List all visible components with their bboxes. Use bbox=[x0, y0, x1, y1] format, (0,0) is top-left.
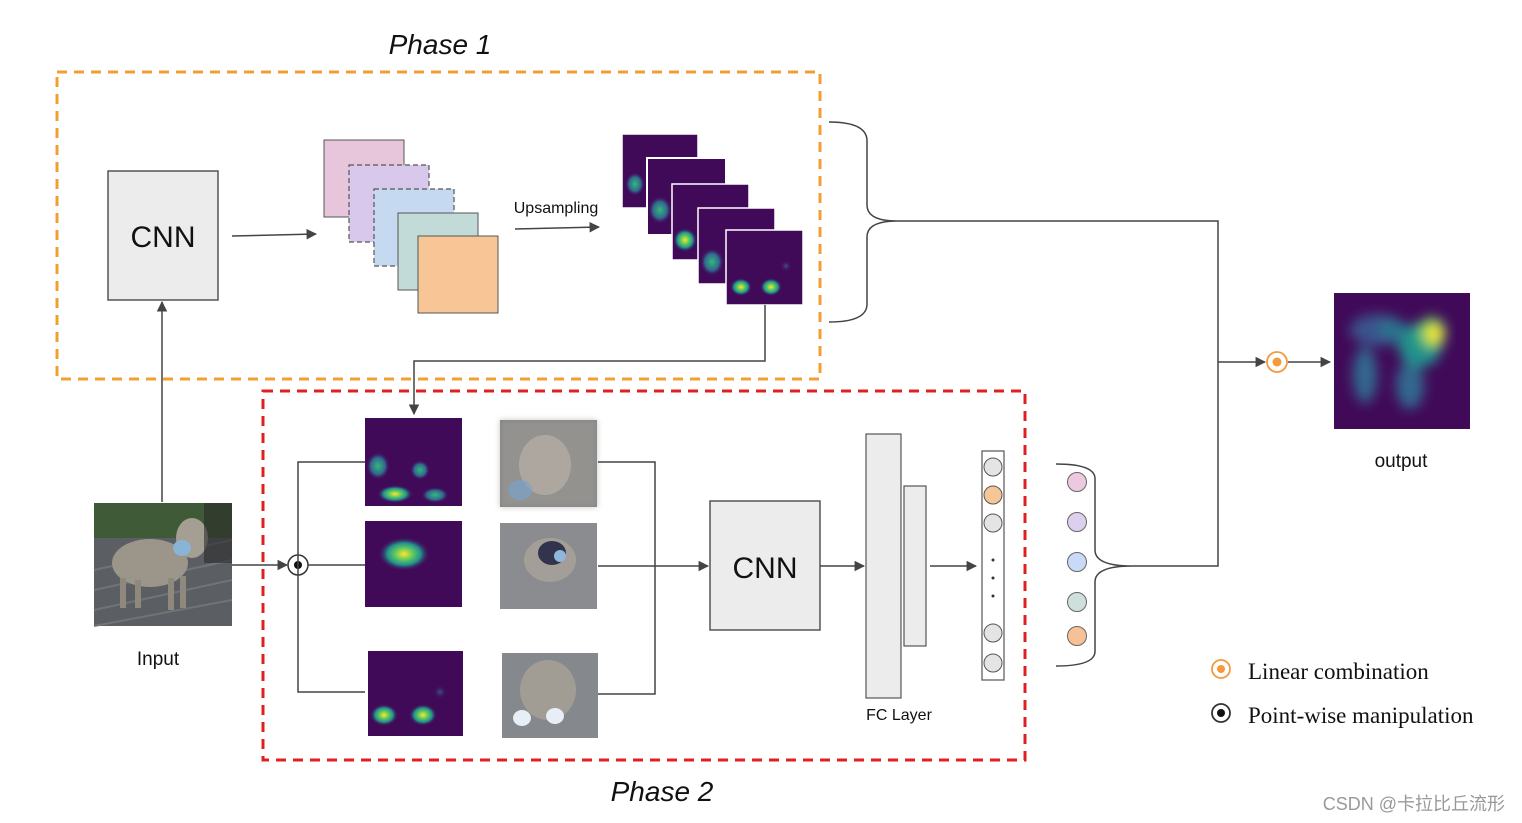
phase2-title: Phase 2 bbox=[611, 776, 714, 807]
score-circle bbox=[1067, 472, 1087, 492]
connector-heatmaps-to-phase2 bbox=[408, 305, 766, 416]
neuron bbox=[983, 457, 1003, 477]
score-circle bbox=[1067, 626, 1087, 646]
input-image bbox=[93, 503, 233, 627]
neuron bbox=[983, 513, 1003, 533]
cnn-label-phase1: CNN bbox=[131, 221, 196, 254]
neuron bbox=[991, 558, 995, 562]
score-circle bbox=[1067, 512, 1087, 532]
output-heatmap bbox=[1334, 293, 1470, 429]
arrow-cnn-to-features bbox=[231, 228, 318, 240]
connector-phase1-to-combination bbox=[897, 220, 1219, 362]
output-neuron-column bbox=[981, 450, 1005, 681]
neuron bbox=[991, 576, 995, 580]
cnn-block-phase2: CNN bbox=[709, 500, 821, 631]
feature-map bbox=[417, 235, 499, 314]
connector-masked-merge bbox=[598, 461, 656, 695]
connector-pointwise-branches bbox=[297, 461, 365, 693]
neuron bbox=[983, 653, 1003, 673]
masked-image bbox=[502, 653, 598, 738]
neuron bbox=[983, 485, 1003, 505]
score-circle bbox=[1067, 592, 1087, 612]
fc-layer bbox=[865, 433, 927, 699]
cnn-label-phase2: CNN bbox=[733, 552, 798, 585]
masked-image bbox=[500, 523, 597, 609]
cnn-block-phase1: CNN bbox=[107, 170, 219, 301]
upsampled-heatmap bbox=[725, 229, 804, 306]
legend: Linear combination Point-wise manipulati… bbox=[1211, 659, 1474, 728]
legend-pointwise-icon bbox=[1211, 703, 1231, 723]
phase2-heatmap bbox=[368, 651, 463, 736]
legend-linear-icon bbox=[1211, 659, 1231, 679]
phase2-heatmap bbox=[365, 418, 462, 506]
output-label: output bbox=[1375, 451, 1429, 472]
connector-phase2-to-combination bbox=[1132, 362, 1219, 567]
phase1-title: Phase 1 bbox=[389, 29, 492, 60]
linear-combination-icon bbox=[1266, 351, 1288, 373]
phase2-border bbox=[261, 389, 1027, 762]
masked-image bbox=[500, 420, 597, 507]
fc-layer-label: FC Layer bbox=[866, 707, 932, 724]
upsampled-heatmaps-stack bbox=[621, 133, 804, 306]
neuron bbox=[983, 623, 1003, 643]
legend-linear-label: Linear combination bbox=[1248, 659, 1429, 684]
watermark: CSDN @卡拉比丘流形 bbox=[1323, 794, 1505, 814]
feature-maps-stack bbox=[323, 139, 499, 314]
phase2-heatmap bbox=[365, 521, 462, 607]
neuron bbox=[991, 594, 995, 598]
legend-pointwise-label: Point-wise manipulation bbox=[1248, 703, 1474, 728]
score-circles bbox=[1067, 472, 1087, 646]
upsampling-label: Upsampling bbox=[514, 200, 598, 217]
input-label: Input bbox=[137, 649, 180, 670]
score-circle bbox=[1067, 552, 1087, 572]
phase1-border bbox=[55, 70, 822, 381]
arrow-upsampling bbox=[514, 221, 601, 233]
brace-phase1 bbox=[828, 121, 898, 323]
